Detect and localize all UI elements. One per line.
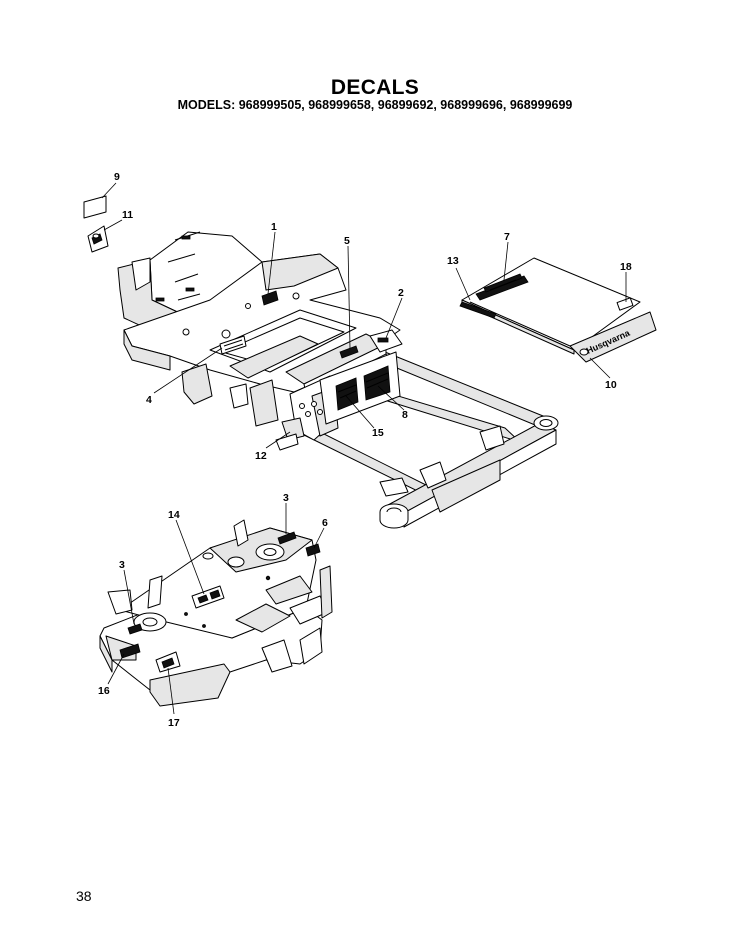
callout-4: 4	[146, 394, 152, 406]
callout-10: 10	[605, 379, 617, 391]
callout-5: 5	[344, 235, 350, 247]
callout-18: 18	[620, 261, 632, 273]
callout-6: 6	[322, 517, 328, 529]
callout-11: 11	[122, 209, 133, 221]
page-title: DECALS	[330, 76, 420, 99]
callout-16: 16	[98, 685, 110, 697]
callout-8: 8	[402, 409, 408, 421]
callout-labels: 9 11 1 5 2 4 7 13 18 10 8 15 12 3 6 14 3…	[98, 171, 632, 729]
models-list: MODELS: 968999505, 968999658, 96899692, …	[177, 98, 573, 112]
decal-9-blank	[83, 195, 107, 219]
page-number: 38	[76, 888, 92, 904]
leader-lines	[101, 182, 627, 715]
decal-11-logo	[87, 225, 109, 253]
callout-1: 1	[271, 221, 277, 233]
callout-17: 17	[168, 717, 180, 729]
loose-decals	[83, 195, 109, 253]
callout-9: 9	[114, 171, 120, 183]
mower-deck	[99, 519, 333, 707]
callout-12: 12	[255, 450, 267, 462]
callout-7: 7	[504, 231, 510, 243]
callout-3-top: 3	[283, 492, 289, 504]
callout-3-left: 3	[119, 559, 125, 571]
callout-14: 14	[168, 509, 180, 521]
hood-panel: Husqvarna	[459, 257, 657, 363]
callout-15: 15	[372, 427, 384, 439]
callout-13: 13	[447, 255, 459, 267]
chassis-frame	[117, 231, 559, 529]
callout-2: 2	[398, 287, 404, 299]
